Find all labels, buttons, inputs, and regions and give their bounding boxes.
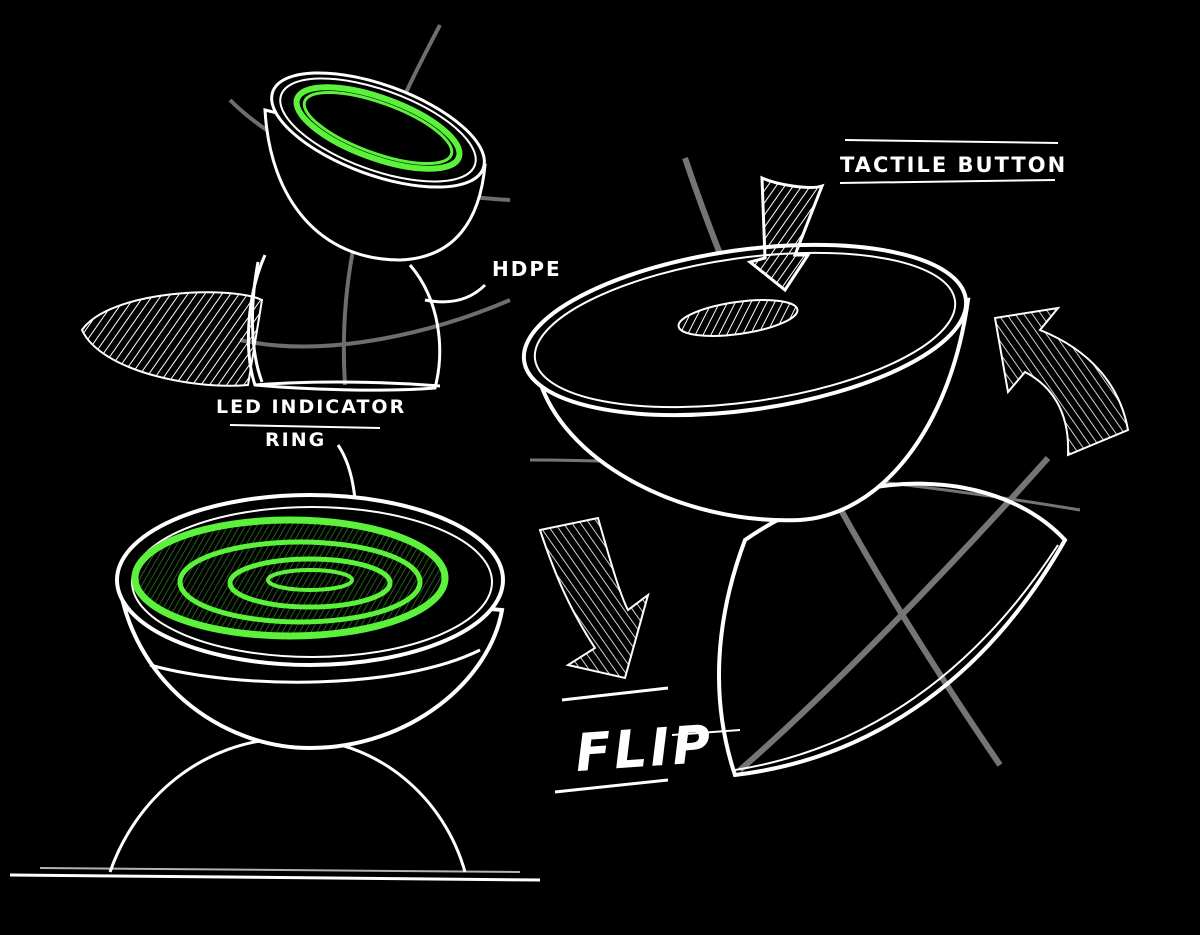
right-sketch: TACTILE BUTTON FLIP: [521, 139, 1130, 794]
tactile-underline-1: [844, 139, 1059, 144]
led-ring-top: [293, 84, 463, 172]
cast-shadow: [80, 291, 264, 387]
label-underline: [229, 424, 381, 429]
label-led-ring: RING: [265, 429, 326, 451]
hdpe-leader: [424, 283, 487, 304]
flip-overline: [561, 686, 669, 702]
flip-underline: [554, 778, 669, 794]
bottom-left-sketch: LED INDICATOR RING: [9, 396, 541, 882]
button-arrow: [746, 175, 825, 293]
tactile-button-pad: [677, 299, 799, 337]
tilted-bowl: [263, 71, 487, 262]
tactile-underline-2: [839, 179, 1056, 184]
label-flip: FLIP: [573, 715, 715, 784]
lower-dome: [9, 736, 541, 882]
flip-connector: [671, 729, 741, 736]
rotate-arrow-left: [538, 516, 650, 680]
label-tactile-button: TACTILE BUTTON: [840, 153, 1067, 177]
label-hdpe: HDPE: [492, 257, 562, 281]
led-ring-bottom: [131, 516, 449, 640]
dome-base: [246, 254, 442, 392]
flip-top-bowl: [521, 242, 971, 523]
label-led-indicator: LED INDICATOR: [216, 396, 406, 418]
top-left-sketch: HDPE: [80, 24, 562, 392]
rotate-arrow-right: [993, 306, 1130, 457]
flip-lower-dome: [716, 481, 1068, 778]
